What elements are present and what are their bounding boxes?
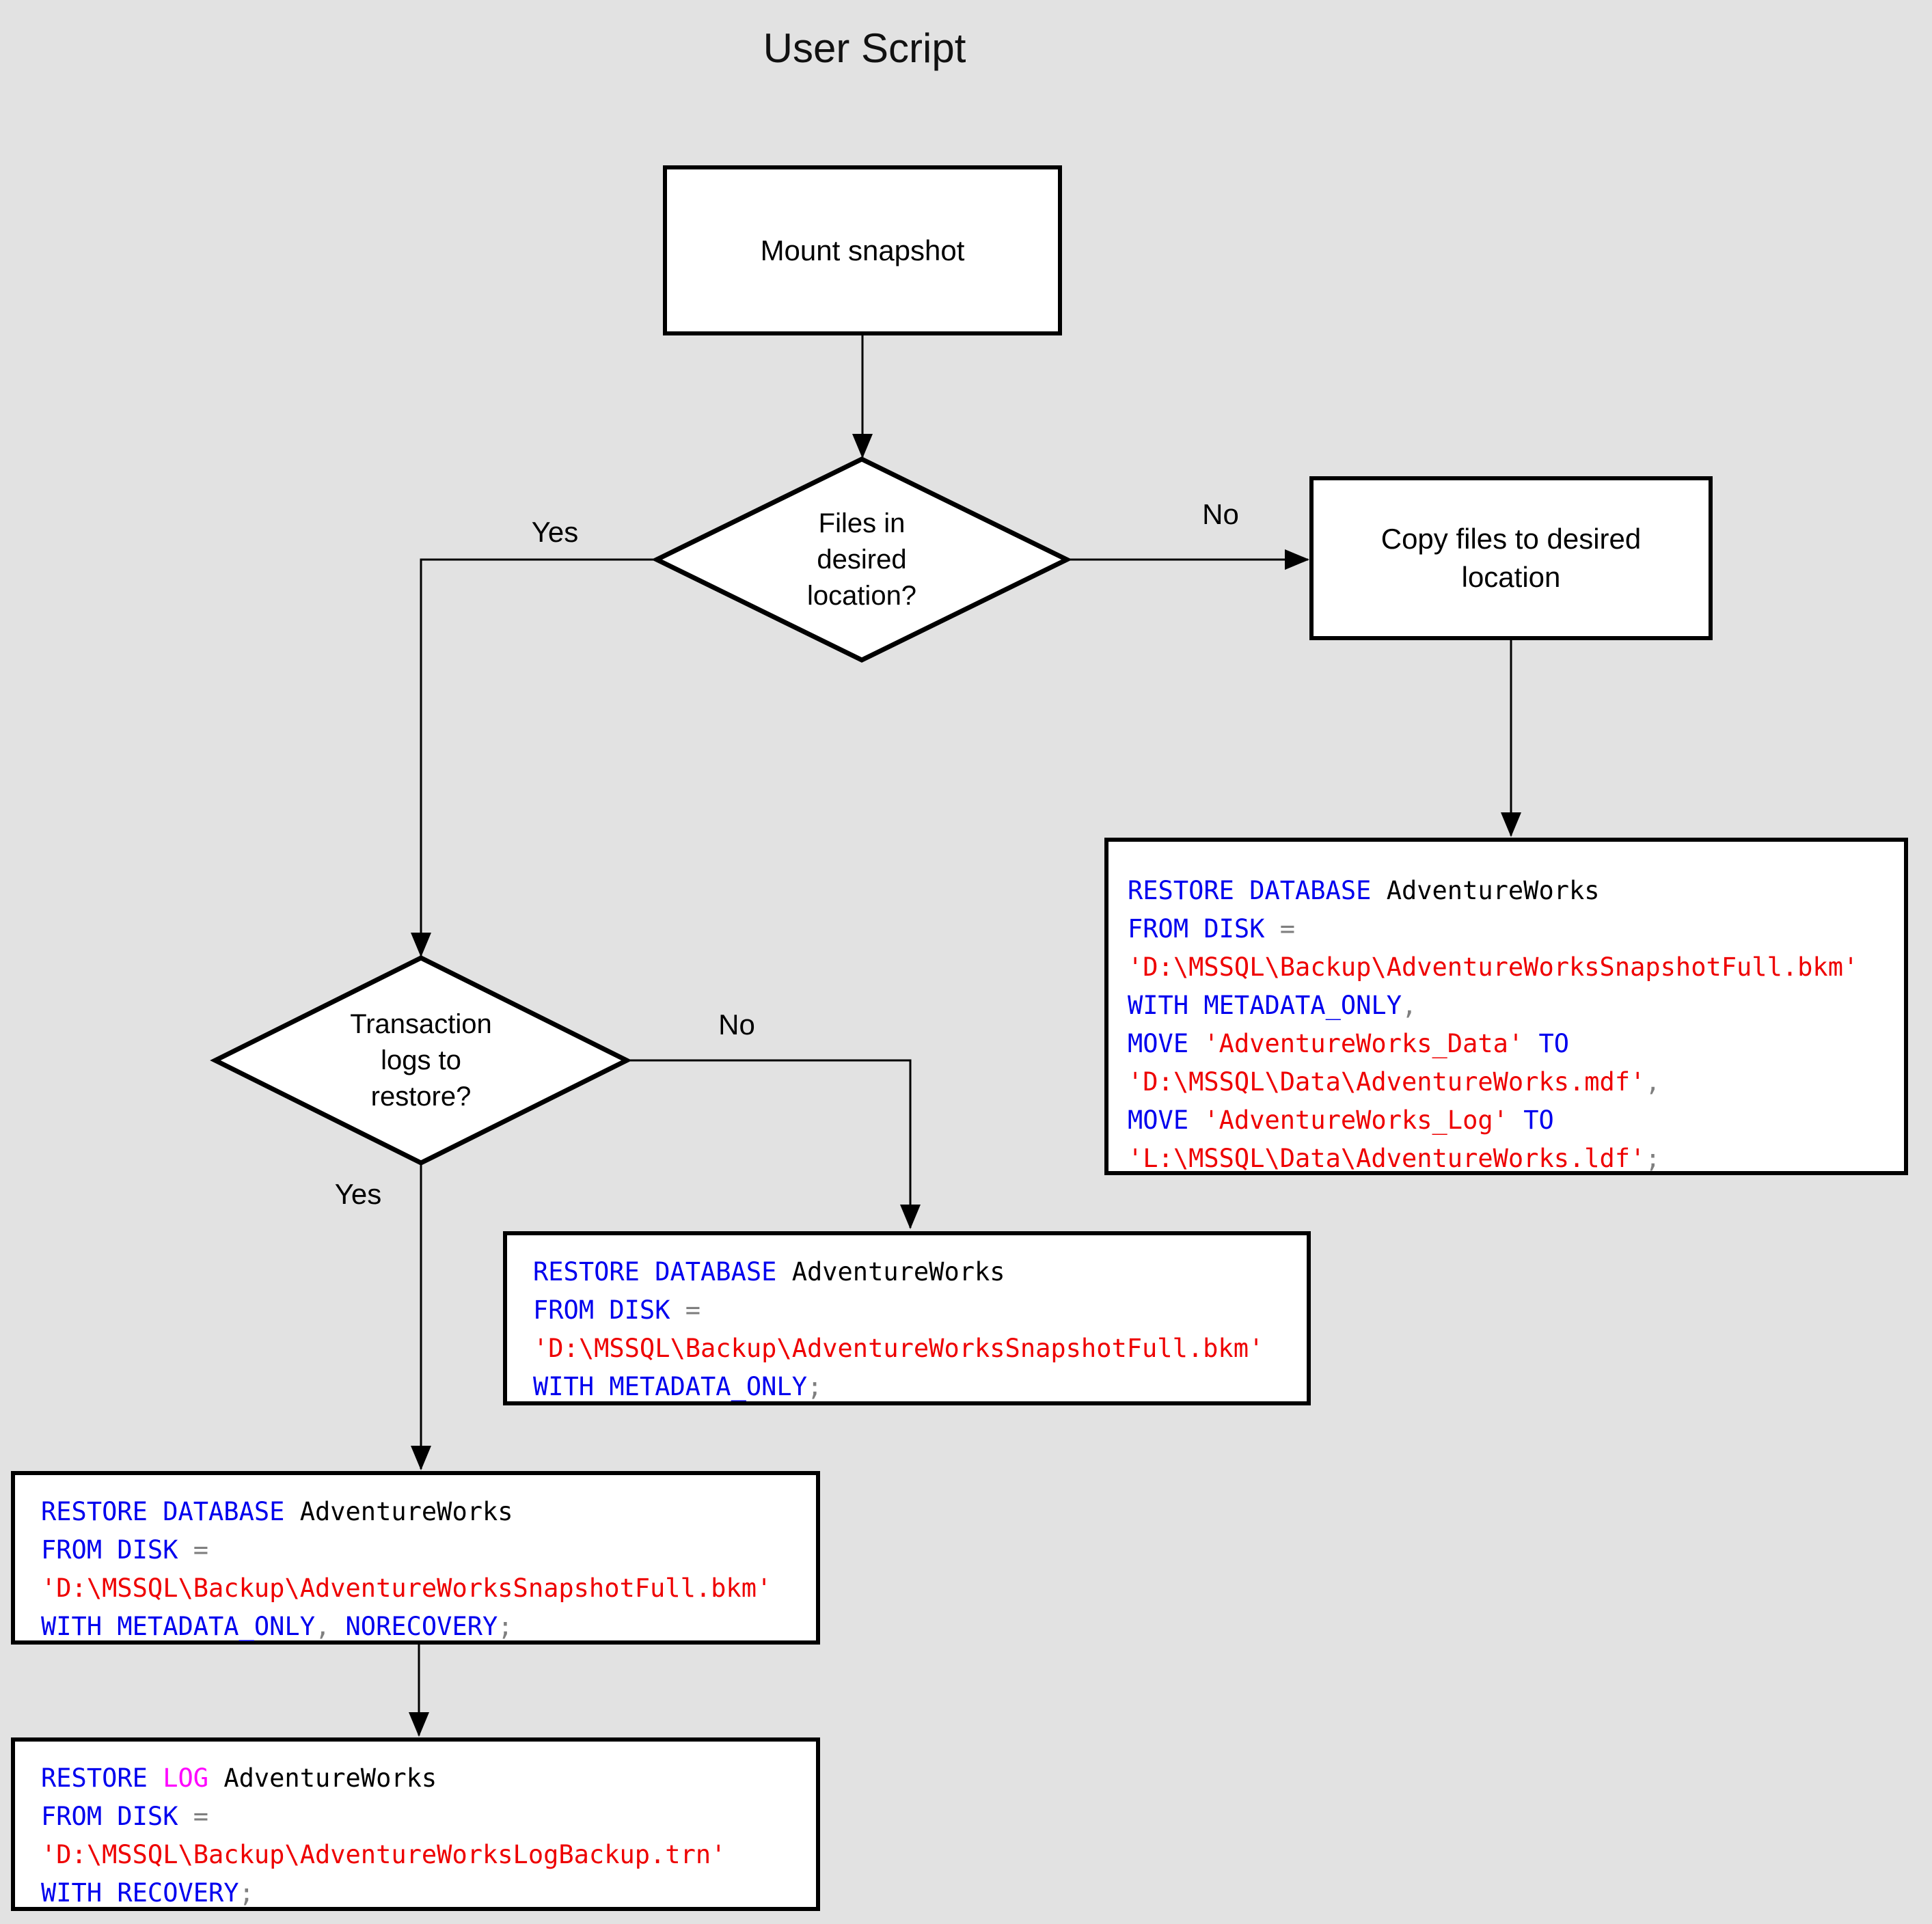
code-segment-kw: WITH RECOVERY: [41, 1878, 239, 1908]
code-line: RESTORE DATABASE AdventureWorks: [1128, 872, 1888, 910]
process-copy-files-line: Copy files to desired: [1380, 523, 1642, 555]
code-segment-op: ;: [1645, 1144, 1661, 1173]
code-segment-id: AdventureWorks: [1371, 876, 1600, 905]
code-line: FROM DISK =: [41, 1798, 800, 1836]
code-segment-kw: RESTORE DATABASE: [1128, 876, 1372, 905]
code-line: WITH RECOVERY;: [41, 1874, 800, 1912]
process-copy-files: Copy files to desired location: [1309, 476, 1713, 640]
code-segment-str: 'D:\MSSQL\Backup\AdventureWorksSnapshotF…: [41, 1573, 772, 1603]
decision-logs-line: logs to: [381, 1045, 461, 1075]
code-line: WITH METADATA_ONLY,: [1128, 987, 1888, 1025]
code-segment-id: AdventureWorks: [284, 1497, 513, 1526]
code-segment-kw: WITH METADATA_ONLY: [1128, 991, 1402, 1020]
decision-files-line: desired: [817, 544, 907, 575]
code-segment-kw: FROM DISK: [41, 1535, 178, 1565]
code-segment-str: 'AdventureWorks_Data': [1203, 1029, 1524, 1058]
decision-logs-shape: [210, 955, 632, 1166]
code-line: 'L:\MSSQL\Data\AdventureWorks.ldf';: [1128, 1140, 1888, 1178]
code-line: FROM DISK =: [533, 1291, 1290, 1330]
decision-logs-label: Transaction logs to restore?: [215, 958, 627, 1163]
code-line: WITH METADATA_ONLY, NORECOVERY;: [41, 1608, 800, 1646]
code-segment-op: ,: [314, 1612, 331, 1641]
code-segment-id: AdventureWorks: [208, 1763, 437, 1793]
code-segment-kw: TO: [1508, 1105, 1554, 1135]
code-segment-str: 'D:\MSSQL\Backup\AdventureWorksLogBackup…: [41, 1840, 726, 1869]
code-line: 'D:\MSSQL\Backup\AdventureWorksLogBackup…: [41, 1836, 800, 1874]
code-segment-str: 'L:\MSSQL\Data\AdventureWorks.ldf': [1128, 1144, 1646, 1173]
code-segment-op: =: [178, 1802, 209, 1831]
code-line: FROM DISK =: [41, 1531, 800, 1569]
code-segment-op: ;: [239, 1878, 254, 1908]
code-line: RESTORE DATABASE AdventureWorks: [533, 1253, 1290, 1291]
decision-files-shape: [651, 456, 1072, 663]
code-segment-str: 'D:\MSSQL\Backup\AdventureWorksSnapshotF…: [533, 1334, 1264, 1363]
page-title: User Script: [763, 25, 966, 71]
edge-label-logs-no: No: [718, 1008, 755, 1041]
code-segment-op: ;: [498, 1612, 513, 1641]
decision-files-label: Files in desired location?: [657, 459, 1067, 660]
code-line: MOVE 'AdventureWorks_Data' TO: [1128, 1025, 1888, 1063]
code-segment-kw: RESTORE DATABASE: [41, 1497, 285, 1526]
code-segment-kw: RESTORE: [41, 1763, 163, 1793]
code-segment-kw: FROM DISK: [41, 1802, 178, 1831]
code-segment-kw: WITH METADATA_ONLY: [533, 1372, 807, 1401]
code-segment-str: 'AdventureWorks_Log': [1203, 1105, 1508, 1135]
code-line: 'D:\MSSQL\Backup\AdventureWorksSnapshotF…: [1128, 948, 1888, 987]
code-line: RESTORE DATABASE AdventureWorks: [41, 1493, 800, 1531]
code-segment-str: 'D:\MSSQL\Backup\AdventureWorksSnapshotF…: [1128, 952, 1859, 982]
code-segment-kw: WITH METADATA_ONLY: [41, 1612, 315, 1641]
code-segment-kw: TO: [1523, 1029, 1570, 1058]
code-line: WITH METADATA_ONLY;: [533, 1368, 1290, 1406]
edge-label-files-yes: Yes: [531, 516, 579, 548]
code-segment-op: =: [178, 1535, 209, 1565]
code-segment-op: ,: [1401, 991, 1417, 1020]
code-line: 'D:\MSSQL\Backup\AdventureWorksSnapshotF…: [533, 1330, 1290, 1368]
code-segment-kw: FROM DISK: [533, 1295, 670, 1325]
code-segment-kw: FROM DISK: [1128, 914, 1265, 944]
code-segment-kw: MOVE: [1128, 1105, 1204, 1135]
process-mount-snapshot: Mount snapshot: [663, 165, 1062, 335]
code-segment-op: =: [670, 1295, 701, 1325]
decision-files-line: location?: [806, 580, 917, 611]
code-line: FROM DISK =: [1128, 910, 1888, 948]
decision-files-line: Files in: [818, 508, 906, 538]
process-mount-snapshot-label: Mount snapshot: [760, 234, 965, 266]
code-segment-kw: NORECOVERY: [330, 1612, 498, 1641]
edge-label-logs-yes: Yes: [334, 1178, 382, 1210]
code-segment-kw: MOVE: [1128, 1029, 1204, 1058]
code-line: MOVE 'AdventureWorks_Log' TO: [1128, 1101, 1888, 1140]
decision-logs-line: restore?: [370, 1081, 472, 1112]
code-line: 'D:\MSSQL\Backup\AdventureWorksSnapshotF…: [41, 1569, 800, 1608]
code-segment-log: LOG: [163, 1763, 209, 1793]
code-segment-str: 'D:\MSSQL\Data\AdventureWorks.mdf': [1128, 1067, 1646, 1097]
edge-files-yes-to-logs-decision: [411, 558, 657, 957]
code-line: RESTORE LOG AdventureWorks: [41, 1759, 800, 1798]
decision-logs-line: Transaction: [350, 1008, 492, 1039]
code-segment-op: =: [1264, 914, 1296, 944]
edge-label-files-no: No: [1202, 498, 1239, 530]
code-line: 'D:\MSSQL\Data\AdventureWorks.mdf',: [1128, 1063, 1888, 1101]
code-segment-id: AdventureWorks: [776, 1257, 1005, 1287]
process-copy-files-line: location: [1461, 561, 1561, 593]
code-segment-kw: RESTORE DATABASE: [533, 1257, 777, 1287]
code-segment-op: ,: [1645, 1067, 1661, 1097]
code-segment-op: ;: [806, 1372, 823, 1401]
edge-logs-no-to-restore-metadata: [627, 1059, 921, 1229]
